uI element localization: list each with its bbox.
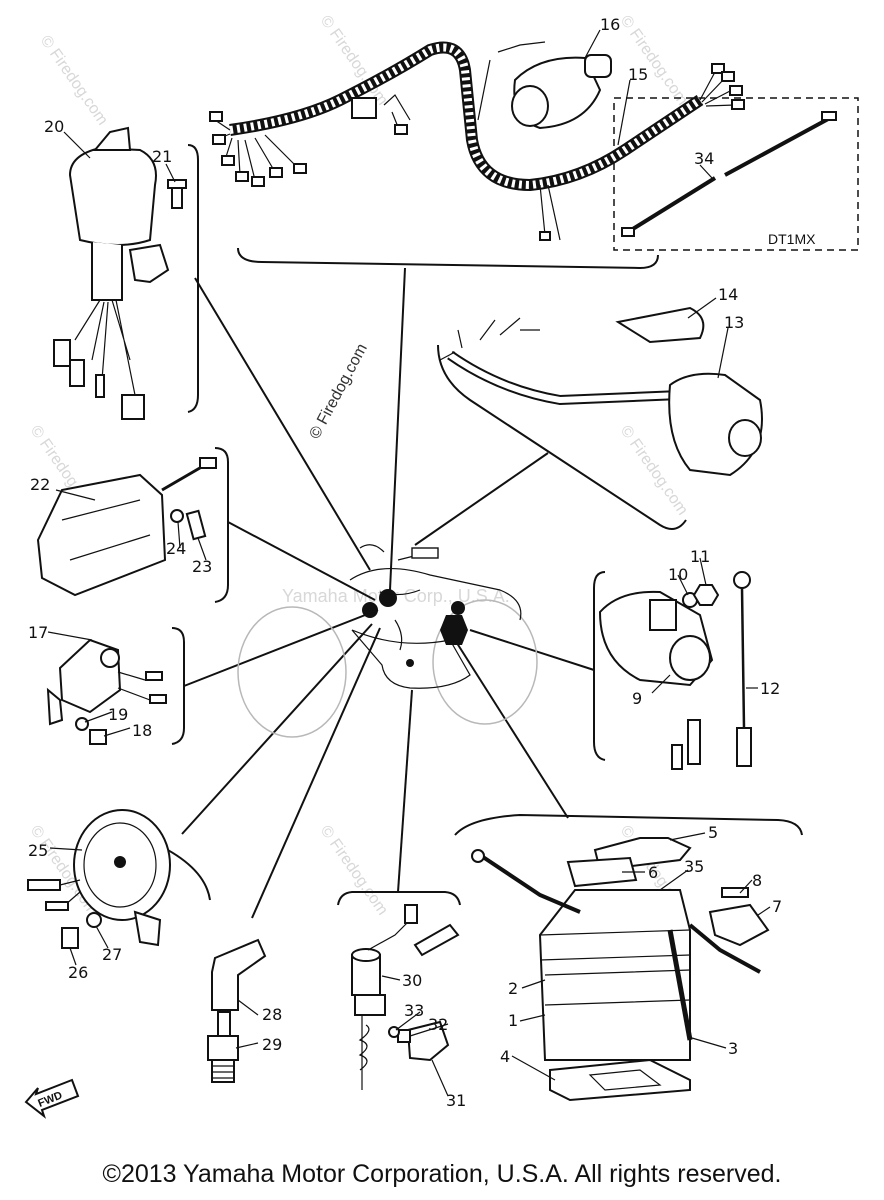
leader-starter bbox=[469, 629, 595, 671]
leader-horn bbox=[181, 623, 373, 835]
starter-group-bracket bbox=[593, 571, 606, 761]
cable-34 bbox=[621, 111, 837, 237]
label-part-2: 2 bbox=[508, 979, 518, 998]
label-part-9: 9 bbox=[632, 689, 642, 708]
battery-box-2 bbox=[539, 954, 691, 961]
washer-19 bbox=[75, 717, 89, 731]
handlebar-switch-13 bbox=[439, 317, 763, 477]
battery-cover-6 bbox=[566, 856, 638, 888]
spark-plug-29 bbox=[207, 1011, 239, 1083]
regulator-30 bbox=[351, 904, 460, 1090]
leader-ignition-coil bbox=[227, 521, 376, 601]
label-part-23: 23 bbox=[192, 557, 212, 576]
label-part-35: 35 bbox=[684, 857, 704, 876]
label-part-21: 21 bbox=[152, 147, 172, 166]
label-part-7: 7 bbox=[772, 897, 782, 916]
nut-11 bbox=[692, 584, 720, 606]
battery-cable-35 bbox=[471, 849, 761, 974]
lead-12 bbox=[671, 571, 752, 770]
fuse-holder-7 bbox=[708, 903, 770, 947]
label-part-30: 30 bbox=[402, 971, 422, 990]
screw-21 bbox=[167, 179, 187, 209]
bolt-26 bbox=[61, 927, 79, 949]
label-part-14: 14 bbox=[718, 285, 738, 304]
bolt-23 bbox=[185, 509, 207, 541]
label-part-32: 32 bbox=[428, 1015, 448, 1034]
dt1mx-dashed-box bbox=[613, 97, 859, 251]
callout-leaders bbox=[47, 29, 771, 1097]
washer-27 bbox=[86, 912, 102, 928]
label-part-34: 34 bbox=[694, 149, 714, 168]
label-part-4: 4 bbox=[500, 1047, 510, 1066]
label-part-15: 15 bbox=[628, 65, 648, 84]
battery-1 bbox=[538, 889, 691, 1061]
label-part-11: 11 bbox=[690, 547, 710, 566]
leader-plug-cap bbox=[251, 627, 381, 919]
label-part-31: 31 bbox=[446, 1091, 466, 1110]
cdi-unit-17 bbox=[46, 638, 167, 726]
watermark-firedog: © Firedog.com bbox=[37, 33, 111, 129]
regulator-group-bracket bbox=[337, 891, 461, 906]
fuse-8 bbox=[721, 887, 749, 898]
label-part-28: 28 bbox=[262, 1005, 282, 1024]
frame-outline bbox=[237, 544, 538, 738]
label-part-3: 3 bbox=[728, 1039, 738, 1058]
group-brackets bbox=[151, 97, 859, 906]
battery-group-bracket bbox=[454, 813, 803, 836]
watermark-firedog: © Firedog.com bbox=[317, 823, 391, 919]
horn-25 bbox=[27, 809, 171, 947]
label-part-24: 24 bbox=[166, 539, 186, 558]
leader-regulator bbox=[397, 689, 413, 893]
label-part-17: 17 bbox=[28, 623, 48, 642]
label-part-12: 12 bbox=[760, 679, 780, 698]
harness-group-bracket bbox=[237, 247, 659, 270]
leader-cdi bbox=[183, 609, 379, 687]
label-part-20: 20 bbox=[44, 117, 64, 136]
spark-plug-cap-28 bbox=[211, 938, 267, 1011]
label-part-8: 8 bbox=[752, 871, 762, 890]
label-part-5: 5 bbox=[708, 823, 718, 842]
label-part-25: 25 bbox=[28, 841, 48, 860]
watermark-firedog-center: © Firedog.com bbox=[307, 341, 371, 442]
handlebar-switch-group-bracket bbox=[437, 344, 687, 530]
starter-relay-9 bbox=[598, 590, 714, 687]
leader-harness bbox=[389, 267, 406, 591]
breather-pipe-3 bbox=[667, 929, 693, 1041]
leader-handlebar-switch bbox=[414, 452, 549, 546]
label-part-6: 6 bbox=[648, 863, 658, 882]
copyright-notice: ©2013 Yamaha Motor Corporation, U.S.A. A… bbox=[102, 1160, 782, 1188]
main-switch-group-bracket bbox=[187, 144, 199, 413]
battery-tray-4 bbox=[549, 1058, 691, 1102]
label-part-13: 13 bbox=[724, 313, 744, 332]
model-box-label: DT1MX bbox=[768, 231, 816, 247]
leader-lines bbox=[181, 267, 595, 919]
clamp-14 bbox=[615, 306, 705, 344]
screw-18 bbox=[89, 729, 107, 745]
label-part-22: 22 bbox=[30, 475, 50, 494]
leader-main-switch bbox=[194, 277, 371, 571]
label-part-18: 18 bbox=[132, 721, 152, 740]
label-part-10: 10 bbox=[668, 565, 688, 584]
callout-labels: 20 21 22 24 23 17 19 18 25 26 27 28 29 3… bbox=[28, 15, 816, 1110]
cdi-group-bracket bbox=[171, 627, 185, 745]
leader-battery bbox=[454, 639, 569, 819]
label-part-16: 16 bbox=[600, 15, 620, 34]
wire-harness-15 bbox=[209, 41, 745, 241]
fwd-arrow: FWD bbox=[24, 1078, 80, 1119]
label-part-19: 19 bbox=[108, 705, 128, 724]
label-part-1: 1 bbox=[508, 1011, 518, 1030]
label-part-29: 29 bbox=[262, 1035, 282, 1054]
main-switch-20 bbox=[53, 126, 170, 420]
bracket-31 bbox=[406, 1020, 450, 1062]
label-part-26: 26 bbox=[68, 963, 88, 982]
ignition-coil-group-bracket bbox=[214, 447, 229, 603]
flasher-relay-16 bbox=[511, 54, 612, 130]
ignition-coil-22 bbox=[36, 457, 217, 597]
label-part-33: 33 bbox=[404, 1001, 424, 1020]
washer-24 bbox=[170, 509, 184, 523]
label-part-27: 27 bbox=[102, 945, 122, 964]
